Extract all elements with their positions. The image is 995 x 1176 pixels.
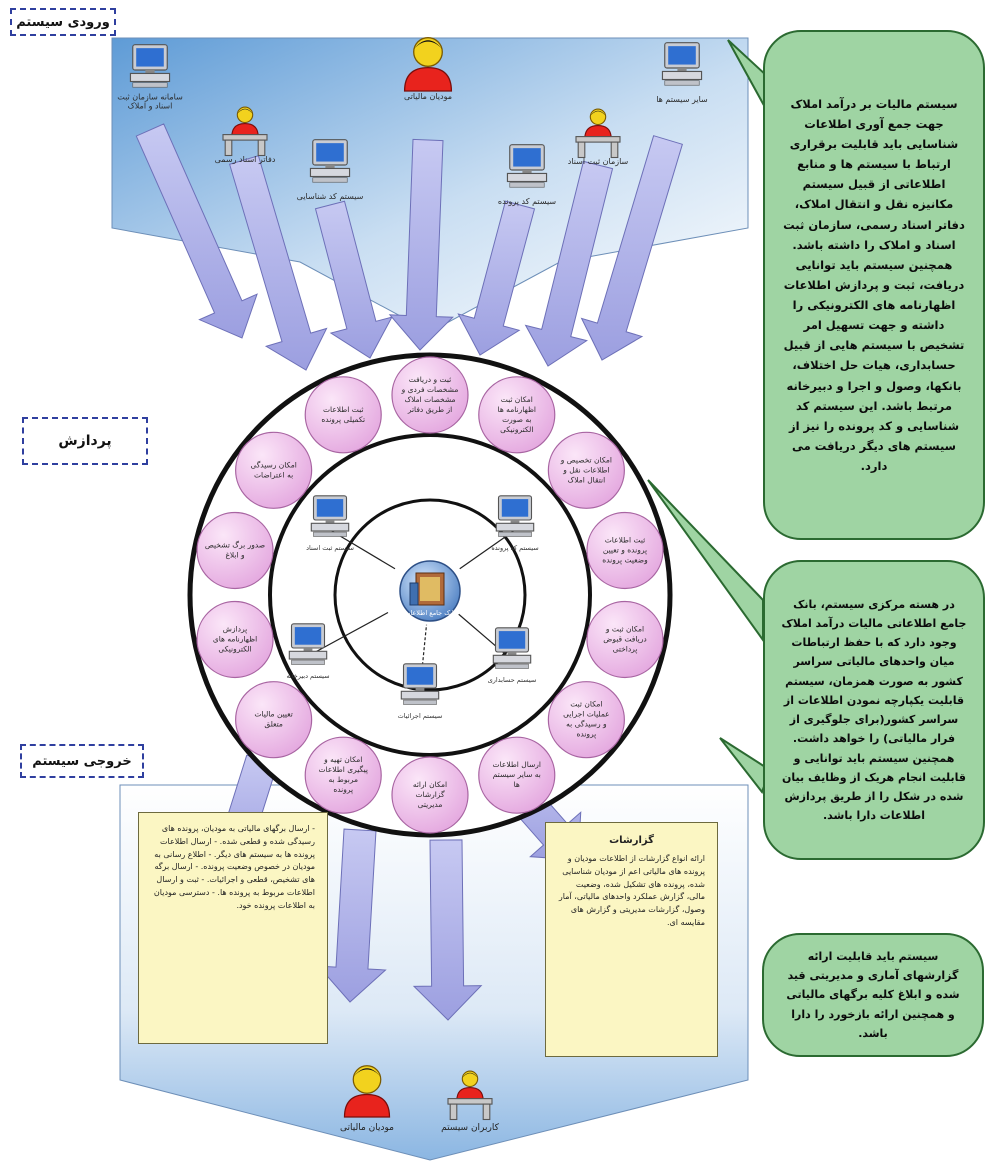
bottom-actor-1-label: کاربران سیستم (441, 1123, 500, 1133)
top-actor-2-user-at-desk-icon (222, 106, 268, 157)
output-arrow-3 (412, 839, 483, 1021)
bottom-actor-1-user-at-desk-icon (447, 1070, 493, 1121)
input-description-callout: سیستم مالیات بر درآمد املاک جهت جمع آوری… (763, 30, 985, 540)
input-arrow-4 (388, 138, 454, 351)
left-output-note: - ارسال برگهای مالیاتی به مودیان، پرونده… (138, 812, 328, 1044)
left-output-note-text: - ارسال برگهای مالیاتی به مودیان، پرونده… (153, 824, 315, 910)
central-database-hub: بانک جامع اطلاعات (399, 560, 461, 622)
right-output-note-text: ارائه انواع گزارشات از اطلاعات مودیان و … (558, 854, 705, 927)
output-description-callout: سیستم باید قابلیت ارائه گزارشهای آماری و… (762, 933, 984, 1057)
inner-computer-4-computer-icon (400, 663, 440, 705)
top-actor-7-computer-icon (661, 42, 703, 86)
top-actor-4-person-icon (403, 37, 453, 92)
outputs-section-label: خروجی سیستم (20, 744, 144, 778)
right-output-note: گزارشات ارائه انواع گزارشات از اطلاعات م… (545, 822, 718, 1057)
input-arrow-6 (524, 160, 614, 367)
bottom-actor-2-label: مودیان مالیاتی (340, 1123, 394, 1133)
central-database-label: بانک جامع اطلاعات (404, 609, 456, 617)
inner-computer-5-computer-icon (288, 623, 328, 665)
input-arrow-1 (135, 123, 258, 339)
inner-layer: سیستم ثبت اسناد سیستم کد پرونده سیستم حساب… (286, 495, 539, 720)
inner-computer-2-label: سیستم کد پرونده (491, 544, 538, 552)
inputs-section-label: ورودی سیستم (10, 8, 116, 36)
inner-computer-1-label: سیستم ثبت اسناد (306, 544, 354, 552)
input-arrow-5 (457, 200, 536, 356)
top-actor-6-label: سازمان ثبت اسناد (568, 157, 629, 166)
top-actor-1-computer-icon (129, 44, 171, 88)
reports-title: گزارشات (609, 835, 654, 846)
top-actor-5-computer-icon (506, 144, 548, 188)
top-actor-4-label: مودیان مالیاتی (404, 92, 452, 101)
inner-computer-4-label: سیستم اجرائیات (398, 712, 443, 720)
top-actor-3-computer-icon (309, 139, 351, 183)
top-actor-3-label: سیستم کد شناسایی (297, 192, 364, 201)
inner-computer-2-computer-icon (495, 495, 535, 537)
processing-section-label: پردازش (22, 417, 148, 465)
top-actor-7-label: سایر سیستم ها (656, 95, 708, 104)
process-description-callout: در هسته مرکزی سیستم، بانک جامع اطلاعاتی … (763, 560, 985, 860)
inner-computer-3-label: سیستم حسابداری (488, 676, 537, 684)
database-server-icon (409, 572, 445, 606)
input-arrow-7 (580, 135, 683, 361)
inner-computer-1-computer-icon (310, 495, 350, 537)
inner-computer-5-label: سیستم دبیرخانه (286, 672, 329, 680)
inner-computer-3-computer-icon (492, 627, 532, 669)
output-arrow-2 (317, 828, 387, 1003)
top-actor-2-label: دفاتر اسناد رسمی (215, 155, 276, 164)
input-arrow-2 (228, 155, 328, 371)
bottom-actor-2-person-icon (343, 1065, 391, 1118)
top-actor-6-user-at-desk-icon (575, 108, 621, 159)
input-arrow-3 (314, 200, 393, 359)
top-actor-5-label: سیستم کد پرونده (498, 197, 557, 206)
